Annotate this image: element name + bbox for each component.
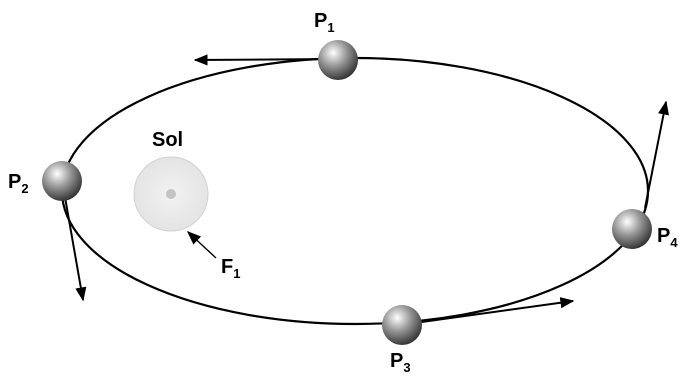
planet-label-p2: P2 [8, 171, 29, 196]
sun-label: Sol [152, 129, 183, 151]
planet-label-p4-sub: 4 [670, 235, 678, 250]
planet-p2 [42, 161, 82, 201]
velocity-arrow-p1 [193, 54, 336, 66]
planet-p4 [612, 209, 652, 249]
planet-p3 [382, 305, 422, 345]
planet-label-p4: P4 [657, 225, 678, 250]
focus-label-sub: 1 [233, 266, 240, 281]
planet-p1 [318, 40, 358, 80]
planet-label-p2-sub: 2 [21, 181, 28, 196]
sun-core-dot [166, 189, 176, 199]
sun [133, 156, 209, 232]
planet-label-p3: P3 [390, 350, 411, 375]
velocity-arrow-p3 [399, 297, 575, 326]
planet-label-p2-main: P [8, 171, 21, 193]
planet-label-p1: P1 [314, 10, 335, 35]
planet-label-p4-main: P [657, 225, 670, 247]
focus-label-main: F [221, 256, 233, 278]
planet-label-p3-main: P [390, 350, 403, 372]
planet-label-p1-main: P [314, 10, 327, 32]
focus-label: F1 [221, 256, 240, 281]
planet-label-p3-sub: 3 [403, 360, 410, 375]
velocity-arrow-p4 [644, 100, 670, 209]
planet-label-p1-sub: 1 [327, 20, 334, 35]
focus-pointer-arrow [186, 231, 217, 259]
